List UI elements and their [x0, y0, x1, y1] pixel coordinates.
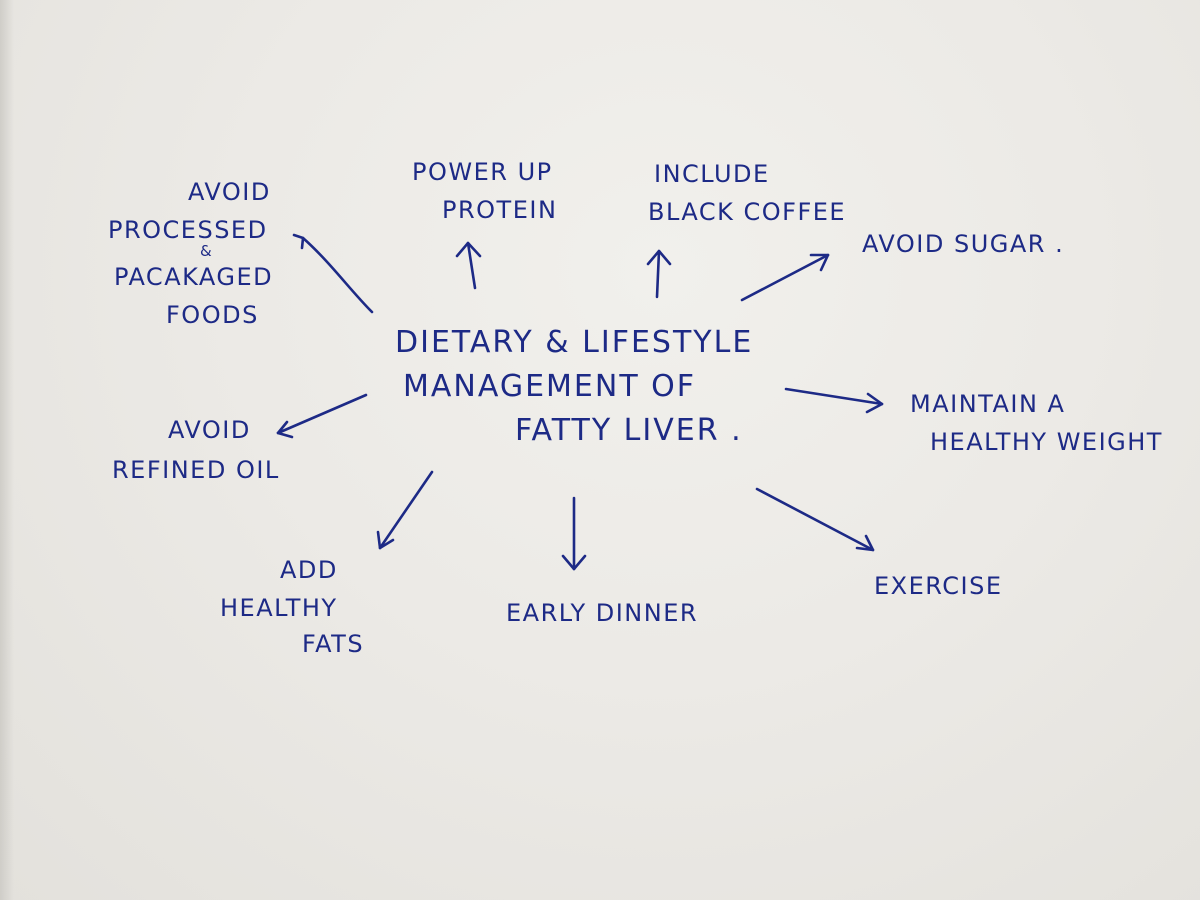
node-line: AVOID SUGAR .	[862, 230, 1065, 258]
node-add-healthy-fats: ADD HEALTHY FATS	[220, 558, 364, 656]
node-exercise: EXERCISE	[874, 574, 1002, 598]
node-line: EXERCISE	[874, 572, 1003, 600]
node-line: PROTEIN	[442, 196, 558, 224]
central-topic-line: FATTY LIVER .	[515, 413, 743, 448]
node-line: BLACK COFFEE	[648, 198, 847, 226]
central-topic-line: MANAGEMENT OF	[403, 369, 697, 404]
node-line: PACAKAGED	[114, 263, 274, 291]
node-line: FATS	[302, 630, 365, 658]
node-line: ADD	[280, 556, 338, 584]
node-line: &	[200, 242, 214, 260]
node-maintain-healthy-weight: MAINTAIN A HEALTHY WEIGHT	[910, 392, 1163, 454]
arrow-protein	[466, 241, 477, 290]
node-line: MAINTAIN A	[910, 390, 1066, 418]
node-power-up-protein: POWER UP PROTEIN	[412, 160, 557, 222]
node-avoid-refined-oil: AVOID REFINED OIL	[112, 418, 280, 482]
arrow-sugar	[740, 253, 830, 302]
node-avoid-processed-foods: AVOID PROCESSED & PACAKAGED FOODS	[108, 180, 273, 327]
node-line: EARLY DINNER	[506, 599, 699, 627]
node-line: FOODS	[166, 301, 259, 329]
node-line: PROCESSED	[108, 216, 268, 244]
arrow-processed	[301, 236, 374, 314]
arrow-oil	[276, 393, 368, 435]
central-topic-line: DIETARY & LIFESTYLE	[395, 325, 754, 360]
arrowhead-protein	[455, 241, 482, 258]
arrow-weight	[784, 387, 884, 406]
node-line: INCLUDE	[654, 160, 770, 188]
node-line: REFINED OIL	[112, 456, 280, 484]
arrowhead-oil	[276, 420, 294, 439]
arrow-exercise	[755, 487, 875, 552]
node-line: POWER UP	[412, 158, 553, 186]
arrow-coffee	[655, 249, 661, 299]
arrowhead-coffee	[646, 249, 672, 266]
node-early-dinner: EARLY DINNER	[506, 601, 698, 625]
node-line: HEALTHY WEIGHT	[930, 428, 1163, 456]
node-line: AVOID	[188, 178, 271, 206]
arrowhead-processed	[292, 233, 305, 250]
arrowhead-sugar	[809, 253, 830, 272]
arrowhead-dinner	[561, 554, 587, 571]
arrow-fats	[378, 470, 434, 550]
node-line: AVOID	[168, 416, 251, 444]
arrowhead-weight	[865, 392, 884, 414]
arrowhead-exercise	[855, 534, 875, 552]
arrowhead-fats	[376, 530, 395, 550]
page-edge-shadow	[0, 0, 14, 900]
central-topic: DIETARY & LIFESTYLE MANAGEMENT OF FATTY …	[395, 328, 753, 446]
node-include-black-coffee: INCLUDE BLACK COFFEE	[648, 162, 846, 224]
node-line: HEALTHY	[220, 594, 338, 622]
node-avoid-sugar: AVOID SUGAR .	[862, 232, 1064, 256]
